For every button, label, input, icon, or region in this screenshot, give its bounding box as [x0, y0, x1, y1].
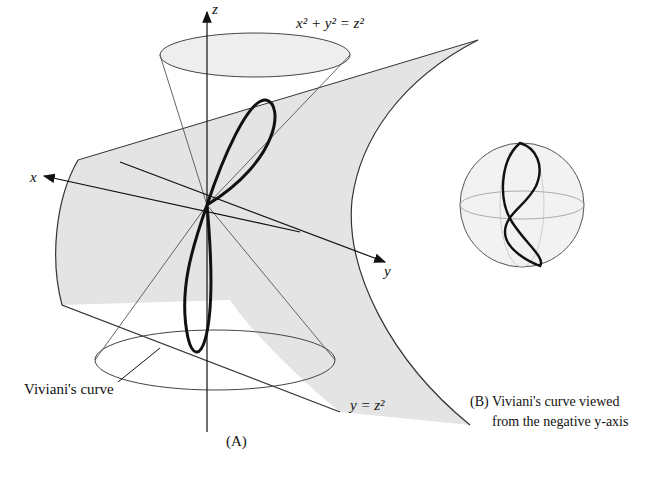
axis-label: x [30, 168, 37, 186]
panel-label: (A) [226, 432, 247, 450]
panel-caption: (B) Viviani's curve viewed from the nega… [470, 392, 642, 432]
axis-label: z [212, 0, 218, 18]
curve-label: Viviani's curve [24, 380, 114, 398]
surface-equation: x² + y² = z² [296, 14, 364, 32]
axis-label: y [384, 262, 391, 280]
surface-equation: y = z² [350, 396, 385, 414]
